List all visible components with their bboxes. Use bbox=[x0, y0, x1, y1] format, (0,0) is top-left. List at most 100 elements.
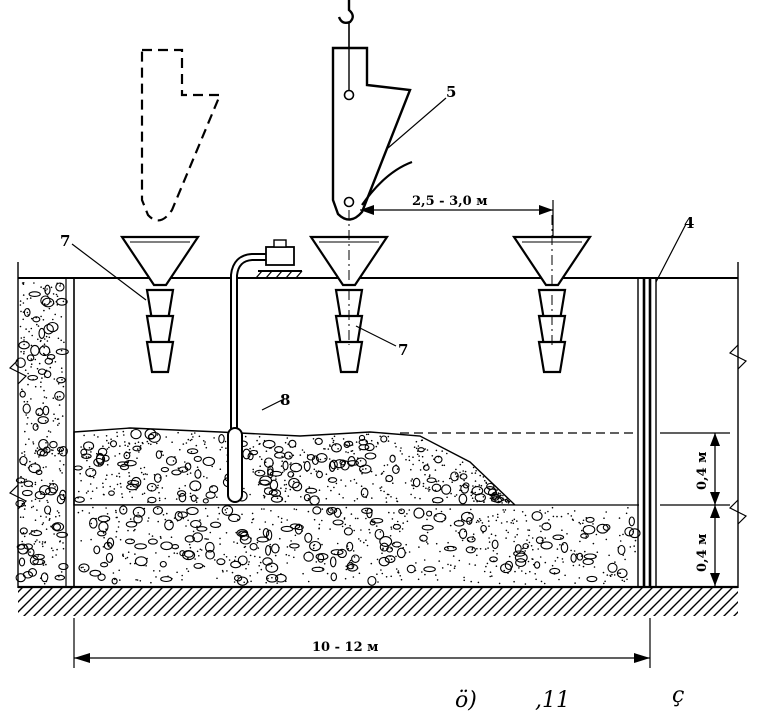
aggregate-sand bbox=[405, 543, 408, 546]
aggregate-sand bbox=[360, 556, 362, 559]
aggregate-sand bbox=[125, 451, 127, 453]
aggregate-stone bbox=[32, 316, 41, 323]
aggregate-sand bbox=[50, 525, 52, 528]
aggregate-sand bbox=[522, 547, 524, 550]
aggregate-sand bbox=[333, 553, 336, 555]
aggregate-sand bbox=[41, 541, 44, 543]
aggregate-sand bbox=[428, 490, 430, 492]
aggregate-sand bbox=[532, 563, 535, 566]
aggregate-sand bbox=[562, 561, 564, 563]
aggregate-sand bbox=[376, 558, 379, 561]
aggregate-sand bbox=[160, 450, 162, 453]
aggregate-sand bbox=[571, 518, 574, 521]
aggregate-sand bbox=[331, 437, 334, 440]
aggregate-sand bbox=[199, 519, 201, 521]
aggregate-sand bbox=[28, 330, 30, 333]
aggregate-sand bbox=[110, 438, 112, 441]
aggregate-sand bbox=[329, 444, 331, 446]
aggregate-sand bbox=[485, 565, 487, 568]
aggregate-stone bbox=[329, 459, 338, 470]
aggregate-sand bbox=[459, 489, 461, 492]
aggregate-stone bbox=[58, 446, 68, 457]
aggregate-sand bbox=[495, 565, 498, 567]
aggregate-sand bbox=[22, 318, 25, 321]
aggregate-sand bbox=[491, 500, 493, 502]
aggregate-sand bbox=[399, 450, 402, 452]
aggregate-sand bbox=[470, 491, 473, 493]
aggregate-sand bbox=[426, 463, 429, 466]
aggregate-sand bbox=[186, 568, 188, 570]
aggregate-sand bbox=[178, 487, 181, 490]
aggregate-sand bbox=[158, 497, 161, 500]
aggregate-sand bbox=[130, 538, 133, 541]
aggregate-sand bbox=[490, 494, 493, 496]
aggregate-sand bbox=[342, 497, 344, 499]
aggregate-sand bbox=[434, 469, 437, 471]
aggregate-sand bbox=[454, 495, 456, 498]
aggregate-sand bbox=[526, 539, 528, 541]
aggregate-sand bbox=[24, 443, 27, 446]
aggregate-stone bbox=[147, 496, 157, 504]
aggregate-sand bbox=[102, 532, 105, 534]
aggregate-sand bbox=[34, 540, 37, 543]
aggregate-sand bbox=[159, 477, 161, 479]
aggregate-sand bbox=[167, 575, 169, 577]
aggregate-sand bbox=[124, 444, 126, 447]
aggregate-sand bbox=[360, 529, 362, 531]
aggregate-sand bbox=[476, 500, 478, 503]
aggregate-sand bbox=[422, 485, 425, 488]
aggregate-sand bbox=[216, 496, 218, 499]
aggregate-stone bbox=[346, 562, 355, 570]
aggregate-sand bbox=[276, 582, 279, 584]
aggregate-sand bbox=[225, 556, 228, 558]
aggregate-stone bbox=[262, 439, 276, 449]
aggregate-sand bbox=[452, 555, 455, 557]
aggregate-sand bbox=[219, 537, 221, 540]
aggregate-sand bbox=[82, 456, 84, 458]
aggregate-sand bbox=[55, 515, 57, 518]
aggregate-sand bbox=[189, 439, 192, 442]
aggregate-sand bbox=[492, 550, 495, 552]
aggregate-stone bbox=[309, 540, 322, 552]
aggregate-sand bbox=[471, 548, 474, 551]
aggregate-sand bbox=[174, 456, 176, 458]
aggregate-stone bbox=[489, 556, 498, 563]
aggregate-sand bbox=[83, 569, 86, 571]
aggregate-sand bbox=[105, 529, 108, 531]
aggregate-sand bbox=[245, 551, 247, 553]
aggregate-sand bbox=[584, 533, 587, 535]
aggregate-sand bbox=[585, 517, 588, 519]
aggregate-sand bbox=[340, 479, 342, 481]
aggregate-sand bbox=[159, 535, 162, 538]
aggregate-sand bbox=[307, 510, 310, 513]
aggregate-sand bbox=[449, 524, 452, 527]
label-formwork: 4 bbox=[684, 214, 694, 232]
aggregate-sand bbox=[200, 549, 203, 551]
aggregate-sand bbox=[303, 461, 305, 463]
aggregate-sand bbox=[280, 573, 282, 575]
aggregate-sand bbox=[353, 500, 356, 502]
aggregate-sand bbox=[36, 323, 38, 326]
aggregate-sand bbox=[285, 553, 288, 556]
aggregate-sand bbox=[100, 515, 102, 518]
aggregate-sand bbox=[503, 511, 506, 513]
aggregate-sand bbox=[136, 448, 139, 450]
aggregate-stone bbox=[134, 543, 147, 550]
aggregate-sand bbox=[36, 529, 38, 532]
aggregate-sand bbox=[447, 541, 449, 544]
aggregate-sand bbox=[258, 565, 261, 567]
aggregate-sand bbox=[281, 460, 284, 463]
aggregate-sand bbox=[108, 544, 110, 547]
aggregate-stone bbox=[144, 428, 157, 440]
aggregate-stone bbox=[515, 558, 527, 568]
aggregate-stone bbox=[89, 569, 102, 577]
aggregate-sand bbox=[128, 448, 131, 451]
aggregate-sand bbox=[150, 443, 152, 446]
aggregate-sand bbox=[62, 542, 64, 544]
aggregate-sand bbox=[19, 516, 22, 518]
aggregate-sand bbox=[360, 485, 363, 488]
aggregate-sand bbox=[379, 531, 382, 533]
aggregate-sand bbox=[417, 450, 419, 452]
aggregate-sand bbox=[474, 491, 477, 494]
aggregate-sand bbox=[408, 459, 411, 462]
